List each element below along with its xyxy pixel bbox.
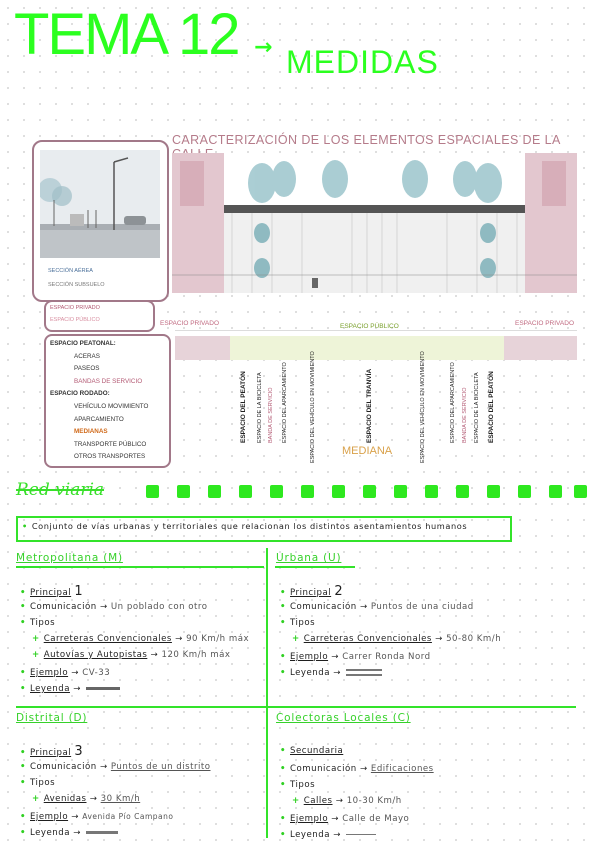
tipos-item: •Tipos: [280, 780, 316, 790]
legend-subsoil-section: SECCIÓN SUBSUELO: [48, 282, 105, 288]
street-photo: [40, 150, 160, 258]
space-types-list: ESPACIO PEATONAL: ACERAS PASEOS BANDAS D…: [50, 338, 148, 464]
section-title-colectoras: Colectoras Locales (C): [276, 712, 411, 724]
decorative-square: [363, 485, 376, 498]
vertical-label: ESPACIO DE LA BICICLETA: [257, 372, 263, 443]
vertical-label: BANDA DE SERVICIO: [462, 387, 468, 443]
section-label-public: ESPACIO PÚBLICO: [340, 323, 399, 330]
vertical-label: ESPACIO DEL PEATÓN: [488, 371, 495, 443]
decorative-square: [332, 485, 345, 498]
comunicacion-item: •Comunicación → Puntos de un distrito: [20, 762, 211, 772]
tipo-item: +Carreteras Convencionales → 50-80 Km/h: [292, 634, 502, 644]
decorative-square: [487, 485, 500, 498]
legend-private-space: ESPACIO PRIVADO: [50, 305, 100, 311]
vertical-label: ESPACIO DEL VEHÍCULO EN MOVIMIENTO: [420, 351, 426, 463]
leyenda-item: •Leyenda →: [20, 684, 121, 694]
divider-line: [266, 548, 268, 838]
principal-item: •Principal 2: [280, 584, 344, 599]
ejemplo-item: •Ejemplo → Calle de Mayo: [280, 814, 410, 824]
leyenda-item: •Leyenda →: [280, 830, 377, 840]
definition-box: [16, 516, 512, 542]
tipos-item: •Tipos: [20, 778, 56, 788]
tipos-item: •Tipos: [280, 618, 316, 628]
vertical-label: ESPACIO DEL VEHÍCULO EN MOVIMIENTO: [310, 351, 316, 463]
leyenda-item: •Leyenda →: [20, 828, 119, 838]
street-section-band: [175, 329, 577, 360]
section-label-private-right: ESPACIO PRIVADO: [515, 320, 574, 327]
principal-item: •Principal 3: [20, 744, 84, 759]
space-type-line: OTROS TRANSPORTES: [74, 453, 146, 461]
divider-line: [275, 566, 355, 568]
space-type-line: APARCAMIENTO: [74, 415, 124, 423]
decorative-square: [518, 485, 531, 498]
decorative-square: [177, 485, 190, 498]
comunicacion-item: •Comunicación → Un poblado con otro: [20, 602, 208, 612]
section-title-urbana: Urbana (U): [276, 552, 342, 564]
vertical-label: BANDA DE SERVICIO: [268, 387, 274, 443]
section-title-distrital: Distrital (D): [16, 712, 88, 724]
definition-content: Conjunto de vías urbanas y territoriales…: [31, 521, 468, 531]
space-type-line: BANDAS DE SERVICIO: [74, 377, 143, 385]
space-type-line: MEDIANAS: [74, 428, 108, 436]
legend-public-space: ESPACIO PÚBLICO: [50, 317, 100, 323]
vertical-label: ESPACIO DEL PEATÓN: [240, 371, 247, 443]
space-type-line: PASEOS: [74, 365, 100, 373]
page-subtitle: MEDIDAS: [286, 44, 439, 80]
ejemplo-item: •Ejemplo → Carrer Ronda Nord: [280, 652, 431, 662]
street-plan-drawing: [172, 153, 577, 293]
tipo-item: +Calles → 10-30 Km/h: [292, 796, 402, 806]
decorative-square: [394, 485, 407, 498]
tipo-item: +Autovías y Autopistas → 120 Km/h máx: [32, 650, 231, 660]
tipo-item: +Avenidas → 30 Km/h: [32, 794, 141, 804]
section-label-private-left: ESPACIO PRIVADO: [160, 320, 219, 327]
vertical-label: ESPACIO DEL APARCAMIENTO: [450, 362, 456, 443]
ejemplo-item: •Ejemplo → Avenida Pío Campano: [20, 812, 174, 822]
vertical-label: ESPACIO DEL APARCAMIENTO: [282, 362, 288, 443]
space-type-line: VEHÍCULO MOVIMIENTO: [74, 402, 149, 410]
decorative-square: [456, 485, 469, 498]
vertical-label: ESPACIO DEL TRANVÍA: [366, 368, 373, 443]
section-heading: Red viaria: [16, 480, 105, 500]
decorative-square: [425, 485, 438, 498]
vertical-label: ESPACIO DE LA BICICLETA: [474, 372, 480, 443]
tipos-item: •Tipos: [20, 618, 56, 628]
definition-text: •Conjunto de vías urbanas y territoriale…: [22, 521, 468, 531]
divider-line: [16, 706, 576, 708]
decorative-square: [239, 485, 252, 498]
decorative-square: [549, 485, 562, 498]
divider-line: [16, 566, 264, 568]
page-title: TEMA 12: [14, 2, 241, 67]
space-type-line: ESPACIO RODADO:: [50, 390, 110, 398]
decorative-square: [301, 485, 314, 498]
space-legend-box: [44, 300, 155, 332]
comunicacion-item: •Comunicación → Edificaciones: [280, 764, 434, 774]
ejemplo-item: •Ejemplo → CV-33: [20, 668, 111, 678]
space-types-box: [44, 334, 171, 468]
leyenda-item: •Leyenda →: [280, 668, 383, 678]
principal-item: •Principal 1: [20, 584, 84, 599]
tipo-item: +Carreteras Convencionales → 90 Km/h máx: [32, 634, 250, 644]
decorative-square: [574, 485, 587, 498]
decorative-square: [146, 485, 159, 498]
legend-aerial-section: SECCIÓN AÉREA: [48, 268, 93, 274]
decorative-square: [270, 485, 283, 498]
space-type-line: ESPACIO PEATONAL:: [50, 340, 116, 347]
principal-item: •Secundaria: [280, 746, 344, 756]
space-type-line: TRANSPORTE PÚBLICO: [74, 440, 147, 448]
comunicacion-item: •Comunicación → Puntos de una ciudad: [280, 602, 474, 612]
section-title-metropolitana: Metropolitana (M): [16, 552, 123, 564]
median-label: MEDIANA: [342, 445, 393, 457]
decorative-square: [208, 485, 221, 498]
space-type-line: ACERAS: [74, 352, 100, 360]
title-arrow-icon: →: [254, 35, 273, 60]
